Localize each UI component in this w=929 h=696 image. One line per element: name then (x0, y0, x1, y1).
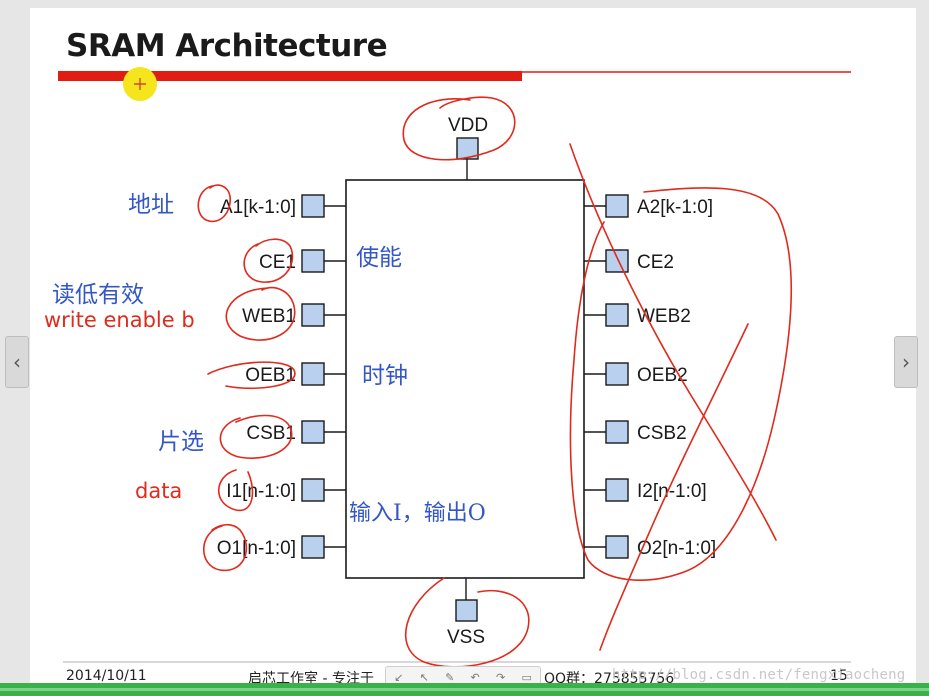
ink-circle-oeb1 (207, 361, 296, 390)
left-pin-label: CE1 (259, 252, 296, 273)
annotation-clock: 时钟 (362, 363, 408, 389)
cursor-icon (134, 78, 146, 90)
pointer-tool-icon[interactable]: ↙ (394, 670, 404, 684)
chevron-right-icon: › (902, 350, 910, 374)
vss-pin-box (455, 599, 478, 622)
ink-cross-stroke-1 (569, 143, 777, 541)
right-pin-box (605, 194, 629, 218)
prev-slide-button[interactable]: ‹ (5, 336, 29, 388)
ink-circle-csb1 (219, 414, 293, 459)
ink-right-outline (569, 187, 793, 581)
right-pin-label: CSB2 (637, 423, 687, 444)
footer-date: 2014/10/11 (66, 668, 147, 684)
vdd-label: VDD (448, 115, 488, 136)
progress-bar (0, 683, 929, 696)
right-pin-box (605, 478, 629, 502)
left-pin-label: A1[k-1:0] (220, 197, 296, 218)
right-pin-box (605, 303, 629, 327)
annotation-data: data (135, 479, 182, 503)
annotation-enable: 使能 (356, 245, 402, 271)
ink-circle-i1 (218, 469, 254, 512)
left-pin-box (301, 420, 325, 444)
left-pin-label: CSB1 (246, 423, 296, 444)
next-slide-button[interactable]: › (894, 336, 918, 388)
ink-circle-vdd (402, 96, 516, 161)
left-pin-box (301, 535, 325, 559)
right-pin-label: CE2 (637, 252, 674, 273)
left-pin-label: OEB1 (245, 365, 296, 386)
redo-icon[interactable]: ↷ (496, 670, 506, 684)
vdd-pin-box (456, 137, 479, 160)
right-pin-label: O2[n-1:0] (637, 538, 716, 559)
annotation-write-enable: write enable b (44, 308, 195, 332)
left-pin-box (301, 478, 325, 502)
left-pin-box (301, 362, 325, 386)
right-pin-box (605, 249, 629, 273)
right-pin-box (605, 420, 629, 444)
ink-circle-ce1 (243, 238, 294, 283)
screen-icon[interactable]: ▭ (521, 670, 532, 684)
left-pin-label: I1[n-1:0] (226, 481, 296, 502)
right-pin-box (605, 362, 629, 386)
left-pin-box (301, 194, 325, 218)
watermark: http://blog.csdn.net/fengxiaocheng (612, 667, 906, 683)
undo-icon[interactable]: ↶ (470, 670, 480, 684)
pen-tool-icon[interactable]: ✎ (445, 670, 455, 684)
left-pin-box (301, 303, 325, 327)
right-pin-label: A2[k-1:0] (637, 197, 713, 218)
right-pin-label: I2[n-1:0] (637, 481, 707, 502)
left-pin-box (301, 249, 325, 273)
ink-circle-o1 (202, 523, 248, 572)
ink-circle-web1 (225, 286, 296, 341)
slide-title: SRAM Architecture (66, 28, 388, 64)
ink-cross-stroke-2 (599, 323, 749, 651)
right-pin-label: OEB2 (637, 365, 688, 386)
vss-label: VSS (447, 627, 485, 648)
left-pin-label: O1[n-1:0] (217, 538, 296, 559)
annotation-chip-select: 片选 (158, 429, 204, 455)
right-pin-label: WEB2 (637, 306, 691, 327)
chevron-left-icon: ‹ (13, 350, 21, 374)
title-bar-red (58, 71, 522, 81)
left-pin-label: WEB1 (242, 306, 296, 327)
ink-circle-a1 (197, 184, 231, 223)
annotation-io: 输入I，输出O (349, 501, 486, 526)
annotation-address: 地址 (128, 192, 174, 218)
footer-page-number: 15 (830, 668, 848, 684)
ink-circle-vss (404, 577, 530, 668)
right-pin-box (605, 535, 629, 559)
sram-block (345, 179, 585, 579)
annotation-read-active-low: 读低有效 (52, 282, 144, 308)
arrow-tool-icon[interactable]: ↖ (419, 670, 429, 684)
